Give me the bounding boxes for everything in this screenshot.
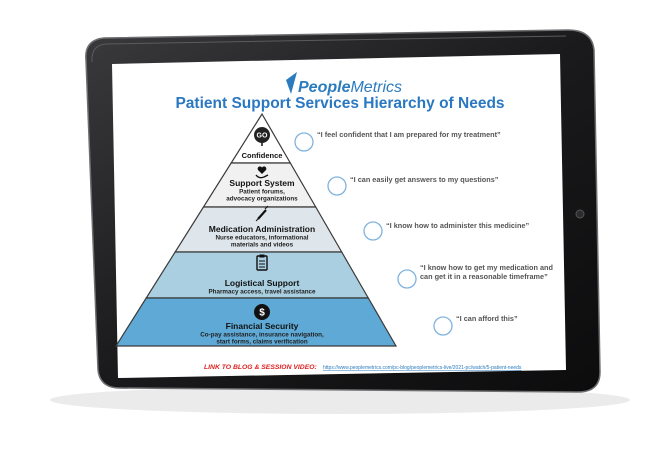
heart-shape [257, 166, 267, 174]
quote-text: “I feel confident that I am prepared for… [317, 130, 501, 139]
pyramid-tier [114, 297, 398, 347]
logo-mark-icon [286, 72, 297, 94]
brand-logo: PeopleMetrics [286, 72, 402, 96]
dollar-icon: $ [254, 304, 270, 320]
logo-wordmark: PeopleMetrics [298, 79, 402, 96]
go-icon: GO [254, 127, 270, 146]
syringe-needle [255, 205, 269, 222]
tier-description: Co-pay assistance, insurance navigation, [200, 332, 324, 339]
footer-url[interactable]: https://www.peoplemetrics.com/pc-blog/pe… [323, 365, 522, 371]
quote-text: “I can afford this” [456, 314, 518, 323]
quote-text: “I know how to administer this medicine” [386, 221, 529, 230]
dollar-icon-sign: $ [259, 308, 265, 319]
clipboard-icon [256, 254, 268, 271]
logo-metrics: Metrics [350, 79, 402, 96]
dollar-icon-circle [254, 304, 270, 320]
quote-text: “I can easily get answers to my question… [350, 175, 499, 184]
quote-item: “I feel confident that I am prepared for… [294, 130, 501, 152]
tier-name: Logistical Support [225, 278, 300, 288]
quote-circle-icon [397, 269, 417, 289]
syringe-barrel [257, 209, 267, 220]
syringe-icon [255, 205, 269, 222]
hand-shape [255, 174, 269, 179]
home-button[interactable] [575, 209, 585, 219]
clipboard-clip [259, 254, 265, 258]
pyramid-level: GO Confidence [230, 112, 292, 164]
tablet-shadow [50, 386, 630, 414]
tier-name: Financial Security [226, 321, 299, 331]
tier-description: materials and videos [231, 242, 294, 249]
quote-circle-icon [433, 316, 453, 336]
quote-item: “I know how to get my medication andcan … [397, 263, 553, 289]
footer-label: LINK TO BLOG & SESSION VIDEO: [204, 364, 317, 371]
tier-name: Confidence [242, 151, 283, 160]
heart-hand-icon [255, 166, 269, 179]
go-icon-label: GO [257, 133, 268, 140]
tablet-edge-highlight [91, 35, 567, 63]
tier-description: Pharmacy access, travel assistance [208, 289, 316, 296]
quote-text: can get it in a reasonable timeframe” [420, 272, 548, 281]
go-icon-stem [261, 143, 263, 146]
tier-description: start forms, claims verification [216, 339, 307, 346]
quote-list: “I feel confident that I am prepared for… [294, 130, 553, 336]
quote-circle-icon [294, 132, 314, 152]
tier-description: advocacy organizations [226, 196, 298, 203]
quote-item: “I can easily get answers to my question… [327, 175, 499, 196]
clipboard-lines [259, 260, 265, 268]
quote-item: “I know how to administer this medicine” [363, 221, 529, 241]
quote-circle-icon [363, 221, 383, 241]
tier-name: Support System [229, 178, 295, 188]
tier-description: Patient forums, [239, 189, 285, 196]
page-title: Patient Support Services Hierarchy of Ne… [175, 95, 504, 112]
footer-link[interactable]: LINK TO BLOG & SESSION VIDEO: https://ww… [204, 364, 522, 371]
logo-people: People [298, 79, 351, 96]
quote-text: “I know how to get my medication and [420, 263, 553, 272]
screen-content: PeopleMetrics Patient Support Services H… [114, 72, 553, 371]
quote-item: “I can afford this” [433, 314, 518, 336]
go-icon-circle [254, 127, 270, 143]
tier-name: Medication Administration [209, 224, 315, 234]
tier-description: Nurse educators, informational [215, 235, 308, 242]
quote-circle-icon [327, 176, 347, 196]
